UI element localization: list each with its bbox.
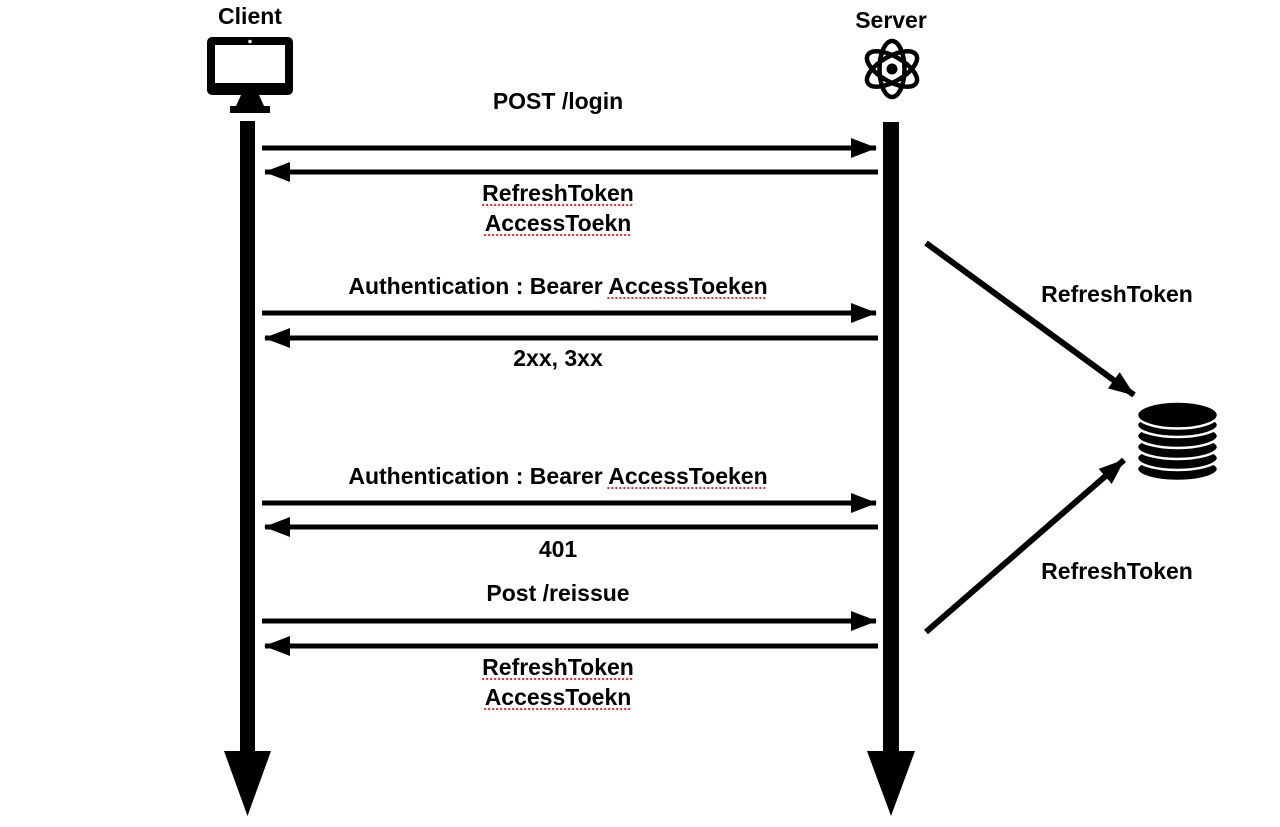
database-icon: [1135, 400, 1220, 483]
access-token-text: AccessToeken: [608, 463, 768, 489]
monitor-icon: [207, 37, 293, 113]
access-token-text: AccessToeken: [608, 273, 768, 299]
server-label: Server: [855, 7, 927, 33]
message-login-response: RefreshToken AccessToekn: [482, 178, 634, 238]
message-reissue-response: RefreshToken AccessToekn: [482, 652, 634, 712]
message-auth-request-2: Authentication : Bearer AccessToeken: [348, 463, 767, 490]
message-auth-request-1: Authentication : Bearer AccessToeken: [348, 273, 767, 300]
message-login-request: POST /login: [492, 88, 624, 114]
refresh-token-text: RefreshToken: [482, 180, 634, 206]
arrow-load-refresh-token: [924, 457, 1126, 635]
access-token-text: AccessToekn: [484, 684, 632, 710]
server-lifeline: [867, 122, 915, 816]
message-auth-response-1: 2xx, 3xx: [513, 345, 603, 371]
arrow-store-refresh-token: [924, 240, 1136, 398]
access-token-text: AccessToekn: [484, 210, 632, 236]
message-reissue-request: Post /reissue: [486, 580, 630, 606]
refresh-token-text: RefreshToken: [482, 654, 634, 680]
auth-prefix-text: Authentication : Bearer: [348, 463, 603, 489]
client-label: Client: [218, 3, 282, 29]
store-save-label: RefreshToken: [1041, 281, 1193, 307]
auth-prefix-text: Authentication : Bearer: [348, 273, 603, 299]
client-lifeline: [224, 121, 271, 816]
message-auth-response-2: 401: [538, 536, 578, 562]
atom-icon: [864, 38, 920, 100]
store-load-label: RefreshToken: [1041, 558, 1193, 584]
